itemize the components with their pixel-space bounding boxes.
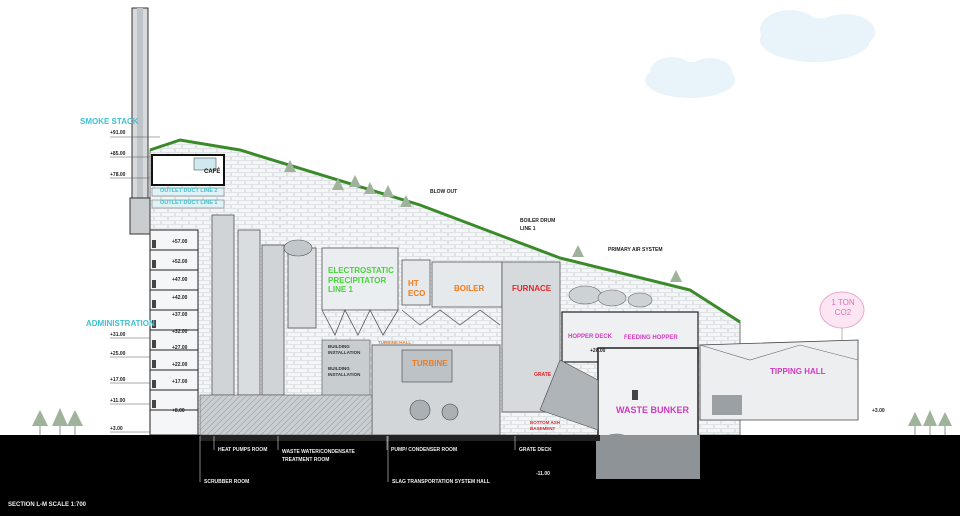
elevation-85: +85.00 — [110, 151, 126, 157]
elevation-minus-11: -11.00 — [536, 471, 550, 477]
elevation-22: +22.00 — [172, 362, 188, 368]
cloud-right — [760, 10, 875, 62]
flue-gas-columns — [211, 214, 317, 396]
elevation-52: +52.00 — [172, 259, 188, 265]
waste-water-room-label: WASTE WATER/CONDENSATE TREATMENT ROOM — [282, 449, 355, 463]
co2-bubble — [819, 291, 865, 340]
precipitator-label: ELECTROSTATIC PRECIPITATOR LINE 1 — [328, 266, 394, 295]
elevation-47: +47.00 — [172, 277, 188, 283]
elevation-3: +3.00 — [110, 426, 123, 432]
lower-rooms — [199, 394, 373, 436]
grate-deck-label: GRATE DECK — [519, 447, 552, 453]
primary-air-ducts — [568, 285, 653, 308]
elevation-8: +8.00 — [172, 408, 185, 414]
turbine-label: TURBINE — [412, 359, 448, 368]
blow-out-label: BLOW OUT — [430, 189, 458, 195]
trees — [32, 160, 952, 426]
elevation-42: +42.00 — [172, 295, 188, 301]
leader-lines — [199, 436, 516, 482]
elevation-11: +11.00 — [110, 398, 126, 404]
elevation-ticks — [110, 136, 160, 433]
elevation-57: +57.00 — [172, 239, 188, 245]
tipping-hall — [699, 339, 859, 421]
cloud-left — [645, 57, 735, 98]
elevation-3-right: +3.00 — [872, 408, 885, 414]
boiler-box — [431, 261, 503, 308]
elevation-17-inner: +17.00 — [172, 379, 188, 385]
boiler-drum-label: BOILER DRUM LINE 1 — [520, 218, 556, 232]
elevation-25: +25.00 — [110, 351, 126, 357]
smoke-stack — [129, 7, 151, 235]
outlet-duct-line-1-label: OUTLET DUCT LINE 1 — [160, 200, 218, 206]
turbine-hall-label: TURBINE HALL — [378, 340, 412, 345]
elevation-91: +91.00 — [110, 130, 126, 136]
slag-hall-label: SLAG TRANSPORTATION SYSTEM HALL — [392, 479, 490, 485]
section-title: SECTION L-M SCALE 1:700 — [8, 502, 87, 508]
bottom-ash-label: BOTTOM ASH BASEMENT — [530, 420, 560, 431]
precipitator-box — [321, 247, 399, 311]
elevation-78: +78.00 — [110, 172, 126, 178]
ht-eco-label: HT ECO — [408, 279, 426, 298]
building-installation-label-1: BUILDING INSTALLATION — [328, 344, 361, 355]
feeding-hopper-label: FEEDING HOPPER — [624, 335, 678, 341]
waste-bunker-label: WASTE BUNKER — [616, 405, 690, 415]
elevation-32: +32.00 — [172, 329, 188, 335]
elevation-31: +31.00 — [110, 332, 126, 338]
elevation-26: +26.00 — [590, 348, 606, 354]
outlet-ducts — [151, 187, 225, 209]
cafe-label: CAFÉ — [204, 169, 221, 175]
smoke-stack-label: SMOKE STACK — [80, 117, 139, 126]
scrubber-room-label: SCRUBBER ROOM — [204, 479, 250, 485]
building-installation-label-2: BUILDING INSTALLATION — [328, 366, 361, 377]
administration-label: ADMINISTRATION — [86, 319, 155, 328]
boiler-label: BOILER — [454, 284, 485, 293]
furnace-label: FURNACE — [512, 284, 552, 293]
green-roof — [149, 138, 741, 324]
administration-block — [149, 229, 199, 436]
outlet-duct-line-2-label: OUTLET DUCT LINE 2 — [160, 188, 218, 194]
hopper-deck-label: HOPPER DECK — [568, 334, 613, 340]
ground — [0, 435, 960, 516]
ht-eco-box — [401, 259, 431, 306]
grate-label: GRATE — [534, 372, 552, 378]
elevation-27: +27.00 — [172, 345, 188, 351]
primary-air-system-label: PRIMARY AIR SYSTEM — [608, 247, 663, 253]
elevation-17: +17.00 — [110, 377, 126, 383]
pump-condenser-room-label: PUMP/ CONDENSER ROOM — [391, 447, 458, 453]
co2-label: 1 TON CO2 — [831, 298, 855, 318]
heat-pumps-room-label: HEAT PUMPS ROOM — [218, 447, 268, 453]
tipping-hall-label: TIPPING HALL — [770, 367, 826, 376]
elevation-37: +37.00 — [172, 312, 188, 318]
